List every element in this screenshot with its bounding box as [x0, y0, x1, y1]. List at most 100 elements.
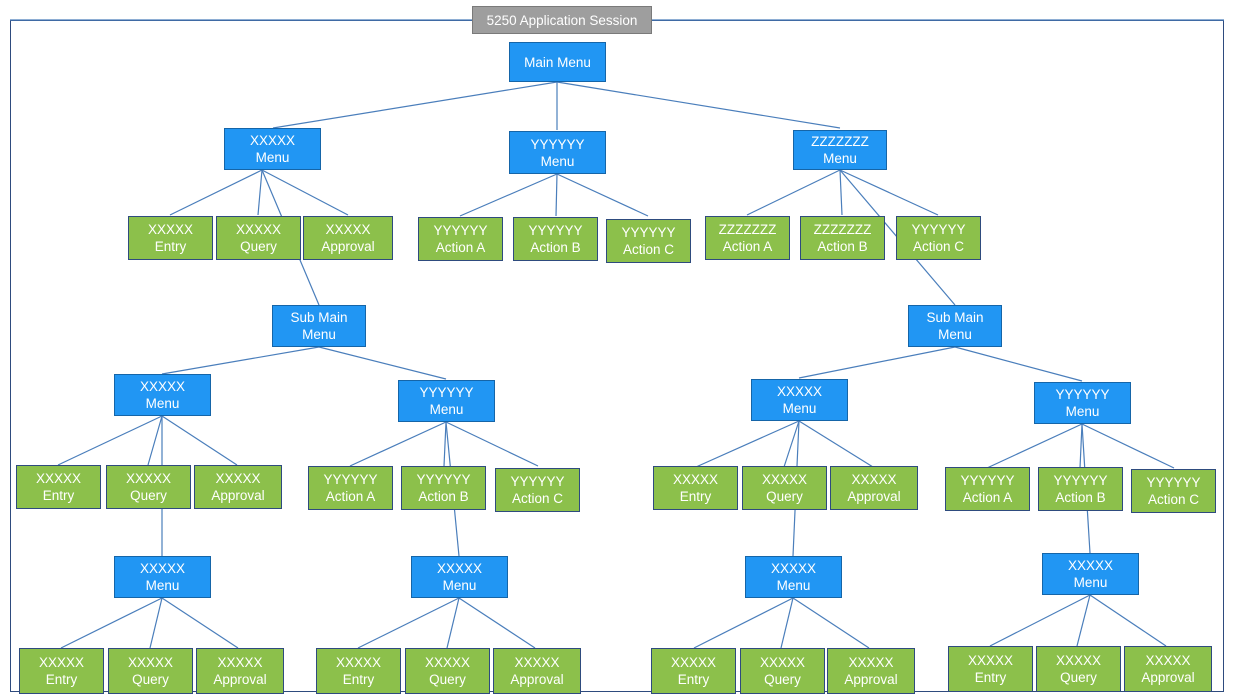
node-line-2: Action C [912, 239, 965, 254]
node-line-1: Main Menu [524, 54, 591, 70]
node-line-1: XXXXX [139, 561, 186, 576]
node-sub-right-xxxxx-entry[interactable]: XXXXX Entry [653, 466, 738, 510]
node-deep2-entry[interactable]: XXXXX Entry [316, 648, 401, 694]
node-zzzzzzz-menu[interactable]: ZZZZZZZ Menu [793, 130, 887, 170]
node-line-2: Approval [844, 672, 898, 687]
node-line-2: Menu [302, 327, 336, 342]
node-line-1: Sub Main [926, 310, 984, 325]
node-line-2: Menu [429, 402, 464, 417]
node-sub-left-xxxxx-menu[interactable]: XXXXX Menu [114, 374, 211, 416]
node-sub-right-xxxxx-menu[interactable]: XXXXX Menu [751, 379, 848, 421]
node-deep1-query[interactable]: XXXXX Query [108, 648, 193, 694]
node-line-2: Menu [145, 578, 180, 593]
node-line-1: YYYYYY [1146, 475, 1201, 490]
node-sub-right-yyyyyy-menu[interactable]: YYYYYY Menu [1034, 382, 1131, 424]
node-line-1: ZZZZZZZ [811, 134, 869, 149]
node-line-1: XXXXX [125, 471, 172, 486]
node-zzzzzzz-action-a[interactable]: ZZZZZZZ Action A [705, 216, 790, 260]
node-line-1: XXXXX [325, 222, 371, 237]
node-sub-left-yyyyyy-action-a[interactable]: YYYYYY Action A [308, 466, 393, 510]
node-sub-right-yyyyyy-action-a[interactable]: YYYYYY Action A [945, 467, 1030, 511]
node-deep1-approval[interactable]: XXXXX Approval [196, 648, 284, 694]
node-deep1-entry[interactable]: XXXXX Entry [19, 648, 104, 694]
node-main-menu[interactable]: Main Menu [509, 42, 606, 82]
node-line-1: XXXXX [761, 472, 808, 487]
node-sub-left-yyyyyy-action-c[interactable]: YYYYYY Action C [495, 468, 580, 512]
node-line-1: YYYYYY [433, 223, 488, 238]
node-line-1: XXXXX [672, 472, 719, 487]
node-line-1: XXXXX [848, 655, 894, 670]
node-line-1: YYYYYY [510, 474, 565, 489]
session-title-node: 5250 Application Session [472, 6, 652, 34]
node-deep4-approval[interactable]: XXXXX Approval [1124, 646, 1212, 692]
node-line-2: Action C [1147, 492, 1200, 507]
node-line-1: XXXXX [139, 379, 186, 394]
node-line-2: Action A [325, 489, 376, 504]
node-line-2: Menu [823, 151, 857, 166]
node-sub-left-xxxxx-approval[interactable]: XXXXX Approval [194, 465, 282, 509]
node-line-2: Menu [442, 578, 477, 593]
node-line-1: XXXXX [851, 472, 897, 487]
node-line-1: YYYYYY [911, 222, 966, 237]
node-sub-left-xxxxx-query[interactable]: XXXXX Query [106, 465, 191, 509]
node-deep2-query[interactable]: XXXXX Query [405, 648, 490, 694]
node-yyyyyy-action-a[interactable]: YYYYYY Action A [418, 217, 503, 261]
node-line-2: Approval [510, 672, 564, 687]
node-xxxxx-menu[interactable]: XXXXX Menu [224, 128, 321, 170]
node-yyyyyy-menu[interactable]: YYYYYY Menu [509, 131, 606, 174]
node-deep-menu-2[interactable]: XXXXX Menu [411, 556, 508, 598]
node-line-1: XXXXX [670, 655, 717, 670]
node-line-1: XXXXX [759, 655, 806, 670]
node-line-2: Query [1060, 670, 1097, 685]
node-zzzzzzz-action-c[interactable]: YYYYYY Action C [896, 216, 981, 260]
node-line-2: Menu [1073, 575, 1108, 590]
node-sub-right-xxxxx-approval[interactable]: XXXXX Approval [830, 466, 918, 510]
node-line-1: 5250 Application Session [486, 12, 638, 28]
node-line-2: Approval [211, 488, 265, 503]
node-line-2: Menu [145, 396, 180, 411]
node-xxxxx-entry[interactable]: XXXXX Entry [128, 216, 213, 260]
node-line-2: Entry [45, 672, 78, 687]
node-zzzzzzz-action-b[interactable]: ZZZZZZZ Action B [800, 216, 885, 260]
node-yyyyyy-action-b[interactable]: YYYYYY Action B [513, 217, 598, 261]
node-line-2: Query [130, 488, 167, 503]
node-sub-left-yyyyyy-action-b[interactable]: YYYYYY Action B [401, 466, 486, 510]
node-deep-menu-3[interactable]: XXXXX Menu [745, 556, 842, 598]
node-deep-menu-4[interactable]: XXXXX Menu [1042, 553, 1139, 595]
node-line-2: Action B [530, 240, 581, 255]
node-line-1: YYYYYY [1053, 473, 1108, 488]
node-sub-main-menu-left[interactable]: Sub Main Menu [272, 305, 366, 347]
node-line-1: ZZZZZZZ [718, 222, 777, 237]
node-sub-right-yyyyyy-action-b[interactable]: YYYYYY Action B [1038, 467, 1123, 511]
node-line-1: XXXXX [967, 653, 1014, 668]
node-deep3-entry[interactable]: XXXXX Entry [651, 648, 736, 694]
node-deep3-approval[interactable]: XXXXX Approval [827, 648, 915, 694]
node-deep4-entry[interactable]: XXXXX Entry [948, 646, 1033, 692]
node-line-1: XXXXX [1067, 558, 1114, 573]
node-line-2: Menu [255, 150, 290, 165]
node-line-1: XXXXX [335, 655, 382, 670]
node-line-2: Action B [817, 239, 868, 254]
node-line-1: XXXXX [147, 222, 194, 237]
node-line-2: Action A [962, 490, 1013, 505]
node-line-2: Action B [418, 489, 469, 504]
node-line-2: Menu [938, 327, 972, 342]
node-yyyyyy-action-c[interactable]: YYYYYY Action C [606, 219, 691, 263]
node-line-2: Query [240, 239, 277, 254]
node-sub-left-yyyyyy-menu[interactable]: YYYYYY Menu [398, 380, 495, 422]
node-deep-menu-1[interactable]: XXXXX Menu [114, 556, 211, 598]
node-line-2: Menu [776, 578, 811, 593]
node-xxxxx-approval[interactable]: XXXXX Approval [303, 216, 393, 260]
node-deep4-query[interactable]: XXXXX Query [1036, 646, 1121, 692]
node-deep2-approval[interactable]: XXXXX Approval [493, 648, 581, 694]
node-sub-right-xxxxx-query[interactable]: XXXXX Query [742, 466, 827, 510]
node-sub-right-yyyyyy-action-c[interactable]: YYYYYY Action C [1131, 469, 1216, 513]
node-line-1: XXXXX [35, 471, 82, 486]
node-sub-main-menu-right[interactable]: Sub Main Menu [908, 305, 1002, 347]
node-deep3-query[interactable]: XXXXX Query [740, 648, 825, 694]
node-sub-left-xxxxx-entry[interactable]: XXXXX Entry [16, 465, 101, 509]
node-xxxxx-query[interactable]: XXXXX Query [216, 216, 301, 260]
node-line-2: Approval [213, 672, 267, 687]
node-line-1: YYYYYY [419, 385, 474, 400]
